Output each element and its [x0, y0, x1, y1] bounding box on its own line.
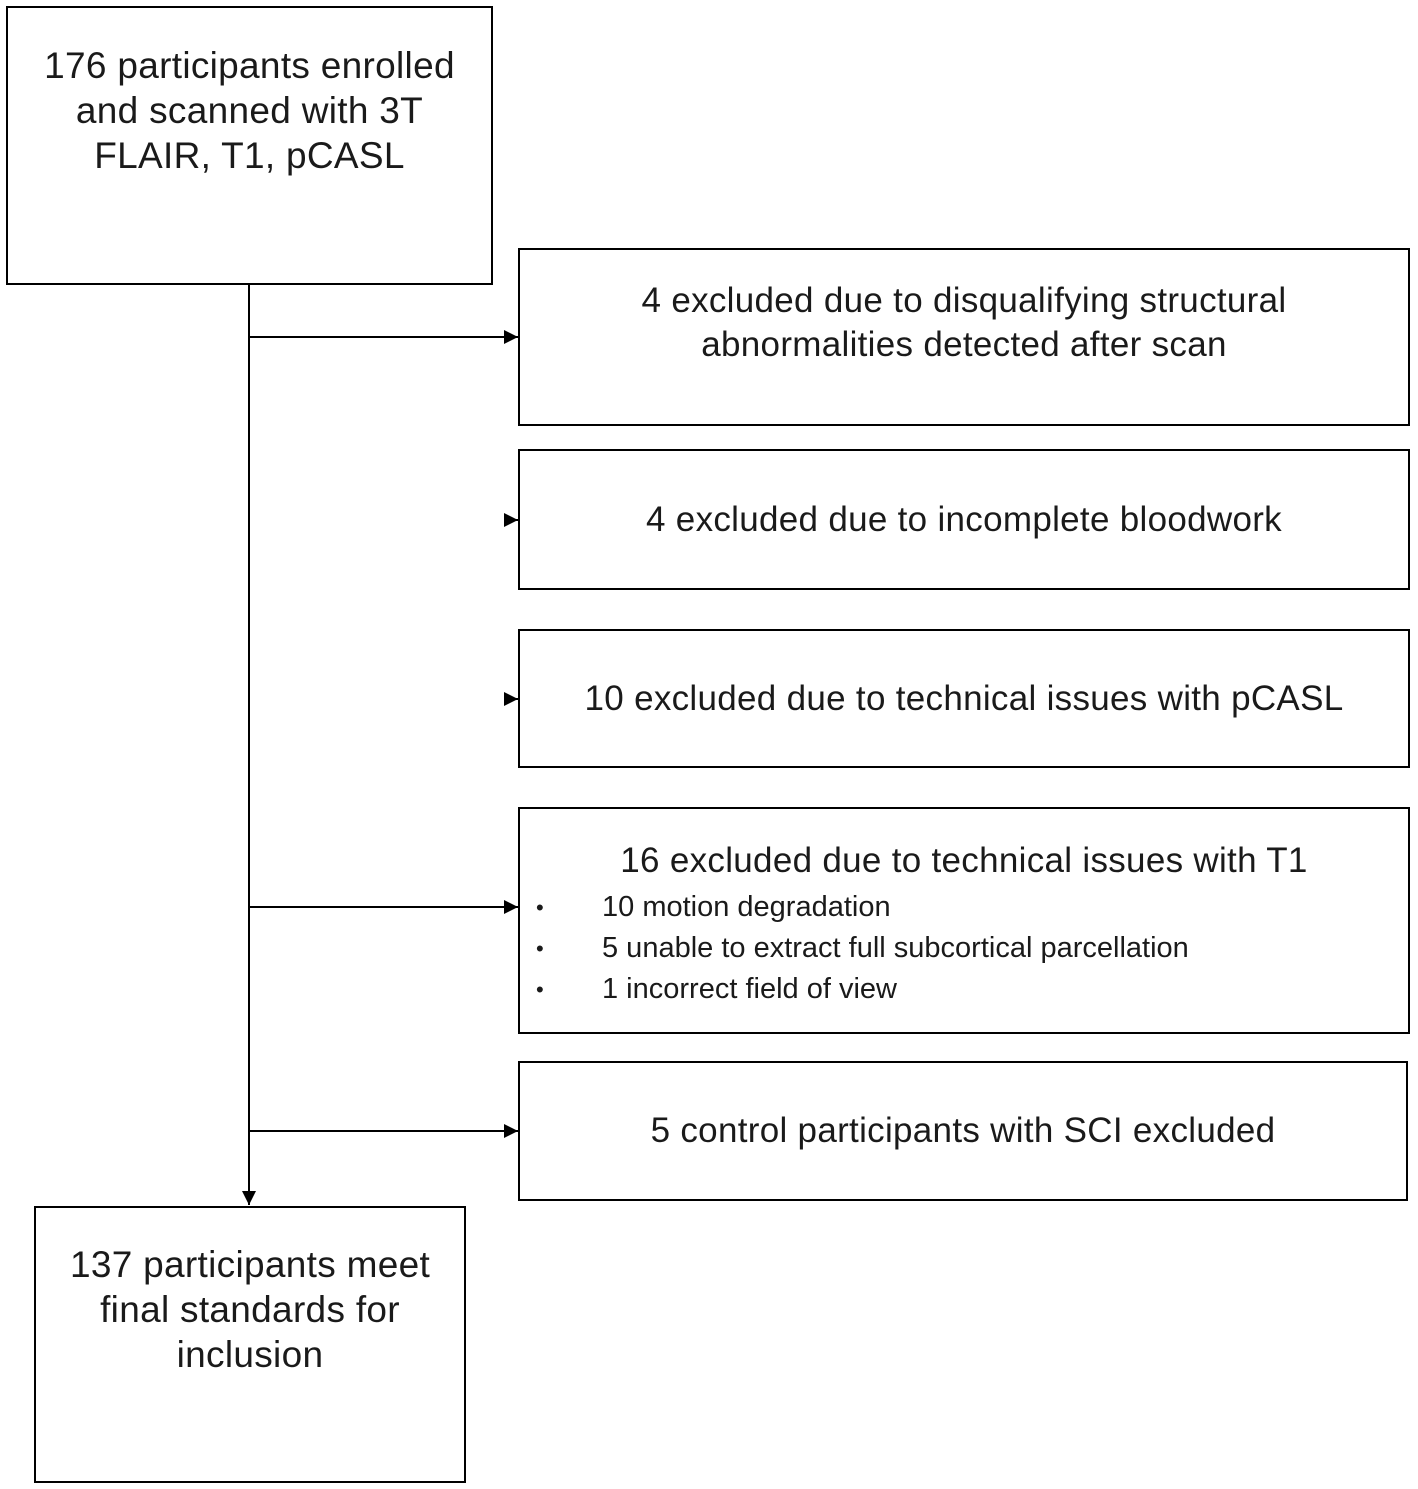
enrolled-line-3: FLAIR, T1, pCASL	[94, 135, 405, 176]
exclusion-box-structural: 4 excluded due to disqualifying structur…	[518, 248, 1410, 426]
exclusion-bloodwork-text: 4 excluded due to incomplete bloodwork	[646, 499, 1282, 539]
reason-text: 1 incorrect field of view	[602, 973, 897, 1005]
enrolled-box: 176 participants enrolled and scanned wi…	[6, 6, 493, 285]
final-line-3: inclusion	[176, 1334, 324, 1375]
exclusion-box-t1: 16 excluded due to technical issues with…	[518, 807, 1410, 1034]
reason-text: 10 motion degradation	[602, 891, 891, 923]
exclusion-box-bloodwork: 4 excluded due to incomplete bloodwork	[518, 449, 1410, 590]
exclusion-box-sci: 5 control participants with SCI excluded	[518, 1061, 1408, 1201]
final-line-1: 137 participants meet	[69, 1244, 431, 1285]
exclusion-structural-line-2: abnormalities detected after scan	[701, 325, 1227, 364]
reason-text: 5 unable to extract full subcortical par…	[602, 932, 1189, 964]
exclusion-box-pcasl: 10 excluded due to technical issues with…	[518, 629, 1410, 768]
final-inclusion-box: 137 participants meet final standards fo…	[34, 1206, 466, 1483]
list-item: • 1 incorrect field of view	[536, 969, 1189, 1010]
list-item: • 10 motion degradation	[536, 887, 1189, 928]
exclusion-pcasl-text: 10 excluded due to technical issues with…	[584, 678, 1344, 718]
bullet-icon: •	[536, 895, 544, 920]
exclusion-sci-text: 5 control participants with SCI excluded	[650, 1111, 1276, 1150]
bullet-icon: •	[536, 936, 544, 961]
exclusion-t1-title: 16 excluded due to technical issues with…	[620, 841, 1308, 880]
exclusion-structural-line-1: 4 excluded due to disqualifying structur…	[641, 281, 1287, 320]
enrolled-line-2: and scanned with 3T	[75, 90, 424, 131]
final-line-2: final standards for	[100, 1289, 400, 1330]
exclusion-t1-reasons: • 10 motion degradation • 5 unable to ex…	[536, 887, 1189, 1010]
enrolled-line-1: 176 participants enrolled	[44, 45, 455, 86]
list-item: • 5 unable to extract full subcortical p…	[536, 928, 1189, 969]
bullet-icon: •	[536, 977, 544, 1002]
